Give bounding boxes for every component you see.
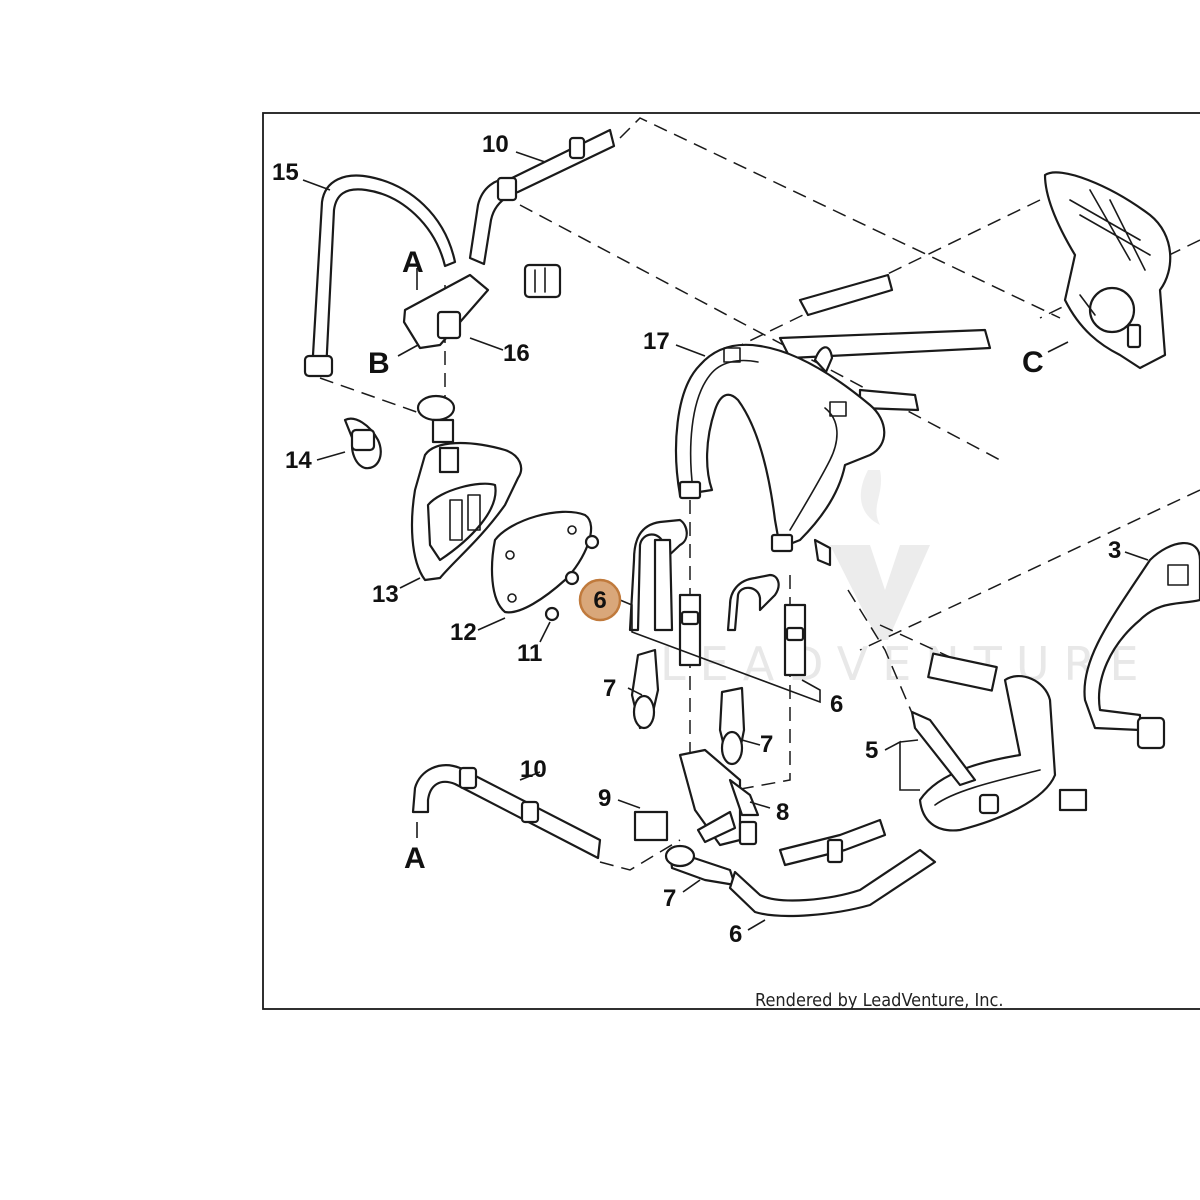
callout-6-highlight-circle[interactable] xyxy=(578,578,622,622)
part-13-shield xyxy=(410,394,523,582)
render-credit: Rendered by LeadVenture, Inc. xyxy=(755,990,1004,1011)
callout-3[interactable]: 3 xyxy=(1108,537,1121,564)
part-9-strap xyxy=(633,810,669,842)
part-6-bottom-strap xyxy=(728,818,937,918)
callout-15[interactable]: 15 xyxy=(272,159,299,186)
ref-letter-c: C xyxy=(1022,346,1044,379)
callout-13[interactable]: 13 xyxy=(372,581,399,608)
part-14-hook xyxy=(343,417,382,470)
callout-14[interactable]: 14 xyxy=(285,447,312,474)
callout-6-highlight[interactable]: 6 xyxy=(593,587,606,614)
part-16-clip xyxy=(402,263,562,350)
part-11-screws xyxy=(544,534,600,622)
part-3-strap xyxy=(1083,542,1200,750)
callout-11[interactable]: 11 xyxy=(517,640,542,667)
callout-7-left[interactable]: 7 xyxy=(603,675,616,702)
callout-12[interactable]: 12 xyxy=(450,619,477,646)
ref-letter-b: B xyxy=(368,347,390,380)
part-6-straps xyxy=(628,518,807,677)
watermark-text: LEADVENTURE xyxy=(660,637,1153,691)
callout-6-bottom[interactable]: 6 xyxy=(729,921,742,948)
part-10-bottom-strap xyxy=(411,764,602,860)
callout-5[interactable]: 5 xyxy=(865,737,878,764)
callout-16[interactable]: 16 xyxy=(503,340,530,367)
leader-lines xyxy=(302,151,1149,931)
callout-7-mid[interactable]: 7 xyxy=(760,731,773,758)
ref-letter-a-bottom: A xyxy=(404,842,426,875)
diagram-frame xyxy=(262,112,1200,1010)
part-10-top-strap xyxy=(468,128,616,266)
part-c-backplate xyxy=(1043,171,1172,370)
part-8-buckle xyxy=(678,748,760,847)
part-12-pad xyxy=(490,510,593,614)
part-7-buckles xyxy=(630,648,746,887)
part-15-strap xyxy=(303,174,457,378)
part-17-harness xyxy=(674,273,992,567)
ref-letter-a-top: A xyxy=(402,246,424,279)
callout-17[interactable]: 17 xyxy=(643,328,670,355)
callout-6-mid[interactable]: 6 xyxy=(830,691,843,718)
callout-10-top[interactable]: 10 xyxy=(482,131,509,158)
callout-8[interactable]: 8 xyxy=(776,799,789,826)
callout-7-bottom[interactable]: 7 xyxy=(663,885,676,912)
watermark-logo xyxy=(830,545,930,640)
callout-10-bottom[interactable]: 10 xyxy=(520,756,547,783)
callout-9[interactable]: 9 xyxy=(598,785,611,812)
part-5-hipbelt xyxy=(910,652,1088,832)
watermark: LEADVENTURE xyxy=(660,470,1153,691)
watermark-flame xyxy=(860,470,882,525)
